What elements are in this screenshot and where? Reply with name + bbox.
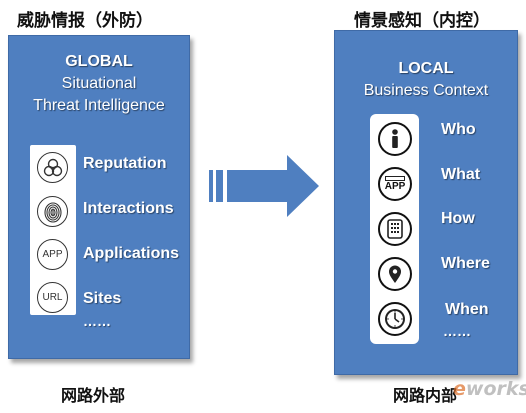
icon-strip: APP URL xyxy=(30,145,76,315)
how-label: How xyxy=(441,210,475,227)
applications-label: Applications xyxy=(83,245,180,262)
eworks-watermark: eworks xyxy=(453,378,526,400)
app-icon: APP xyxy=(378,167,412,201)
what-label: What xyxy=(441,166,481,183)
right-footer: 网路内部 xyxy=(393,386,458,405)
left-heading: 威胁情报（外防） xyxy=(17,11,153,31)
clock-icon xyxy=(378,302,412,336)
when-label: When xyxy=(445,301,489,318)
url-icon: URL xyxy=(37,282,68,313)
global-threat-panel: GLOBAL Situational Threat Intelligence xyxy=(8,35,190,359)
arrow-stripe xyxy=(216,170,223,202)
location-pin-icon xyxy=(378,257,412,291)
icon-strip: APP xyxy=(370,114,419,344)
title-line: LOCAL xyxy=(398,60,454,77)
title-line: Threat Intelligence xyxy=(33,97,165,114)
title-line: Business Context xyxy=(363,82,489,99)
biohazard-icon xyxy=(37,152,68,183)
more-ellipsis: …… xyxy=(443,323,471,339)
right-arrow xyxy=(209,155,319,217)
reputation-label: Reputation xyxy=(83,155,167,172)
global-threat-title: GLOBAL Situational Threat Intelligence xyxy=(9,51,189,117)
person-info-icon xyxy=(378,122,412,156)
arrow-body xyxy=(227,155,319,217)
fingerprint-icon xyxy=(37,196,68,227)
title-line: GLOBAL xyxy=(65,53,133,70)
keypad-device-icon xyxy=(378,212,412,246)
left-footer: 网路外部 xyxy=(61,386,126,405)
sites-label: Sites xyxy=(83,290,122,307)
right-heading: 情景感知（内控） xyxy=(354,11,490,31)
interactions-label: Interactions xyxy=(83,200,174,217)
app-icon: APP xyxy=(37,239,68,270)
local-context-panel: LOCAL Business Context APP xyxy=(334,30,518,375)
arrow-stripe xyxy=(209,170,213,202)
title-line: Situational xyxy=(61,75,137,92)
local-context-title: LOCAL Business Context xyxy=(335,58,517,102)
who-label: Who xyxy=(441,121,476,138)
where-label: Where xyxy=(441,255,490,272)
more-ellipsis: …… xyxy=(83,313,111,329)
